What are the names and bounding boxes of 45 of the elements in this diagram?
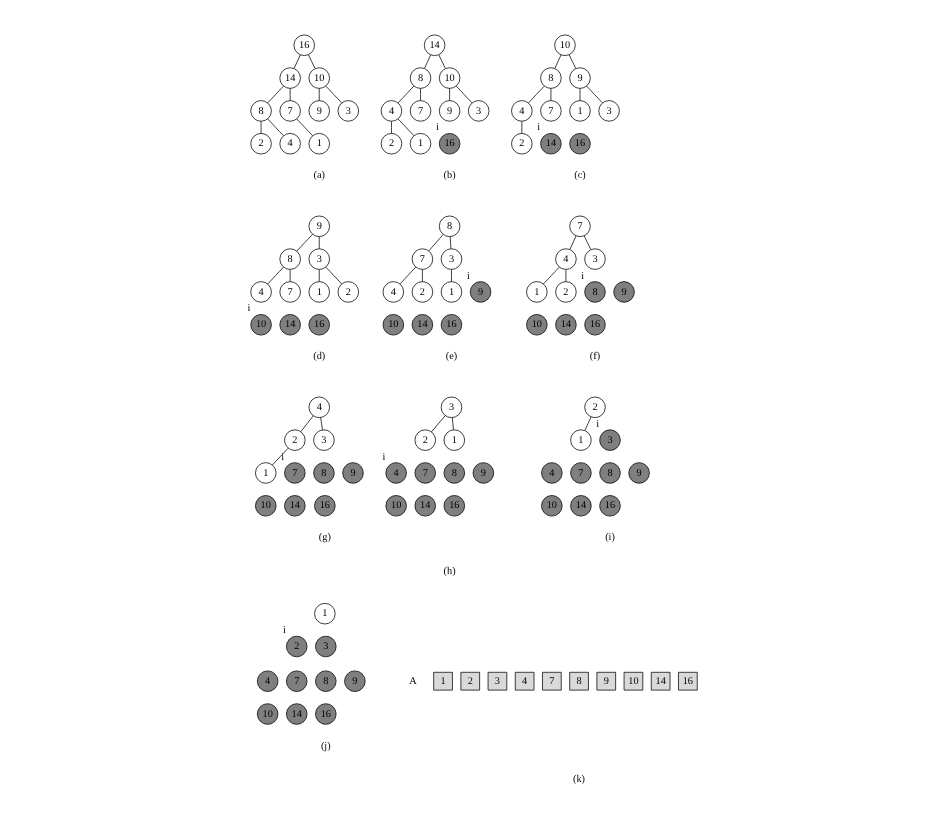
connector xyxy=(550,88,552,101)
connector xyxy=(296,118,313,137)
connector xyxy=(422,269,423,282)
connector xyxy=(391,120,392,134)
connector xyxy=(289,269,291,282)
connector xyxy=(397,118,415,137)
connector xyxy=(267,118,284,137)
connector xyxy=(308,54,316,69)
connector xyxy=(554,54,562,69)
connector xyxy=(451,269,452,282)
connector xyxy=(289,88,291,101)
connector xyxy=(431,415,446,433)
connector xyxy=(300,415,314,432)
connector xyxy=(399,266,417,285)
connector xyxy=(325,85,342,104)
connector xyxy=(260,120,262,134)
connector xyxy=(420,88,421,101)
connector xyxy=(318,236,320,250)
connector xyxy=(449,88,450,101)
connector xyxy=(451,417,454,431)
connector xyxy=(583,235,592,250)
connector xyxy=(438,54,446,69)
connector xyxy=(293,54,301,69)
connector xyxy=(325,266,342,285)
connector xyxy=(424,54,431,69)
connector xyxy=(586,85,603,104)
connector xyxy=(579,88,581,101)
connector xyxy=(584,416,592,431)
connector xyxy=(528,85,545,104)
connector xyxy=(569,235,577,250)
connector xyxy=(318,88,320,101)
connector xyxy=(397,85,415,104)
connector xyxy=(456,85,473,104)
connector xyxy=(296,234,313,252)
connector xyxy=(543,266,560,285)
connector xyxy=(320,417,323,431)
connector xyxy=(318,269,320,282)
connector xyxy=(272,447,289,466)
connector xyxy=(428,234,444,252)
connector xyxy=(267,266,284,285)
connector xyxy=(565,269,567,282)
connector xyxy=(521,120,523,134)
connector xyxy=(267,85,284,104)
connector xyxy=(568,54,577,69)
connector xyxy=(449,236,452,250)
